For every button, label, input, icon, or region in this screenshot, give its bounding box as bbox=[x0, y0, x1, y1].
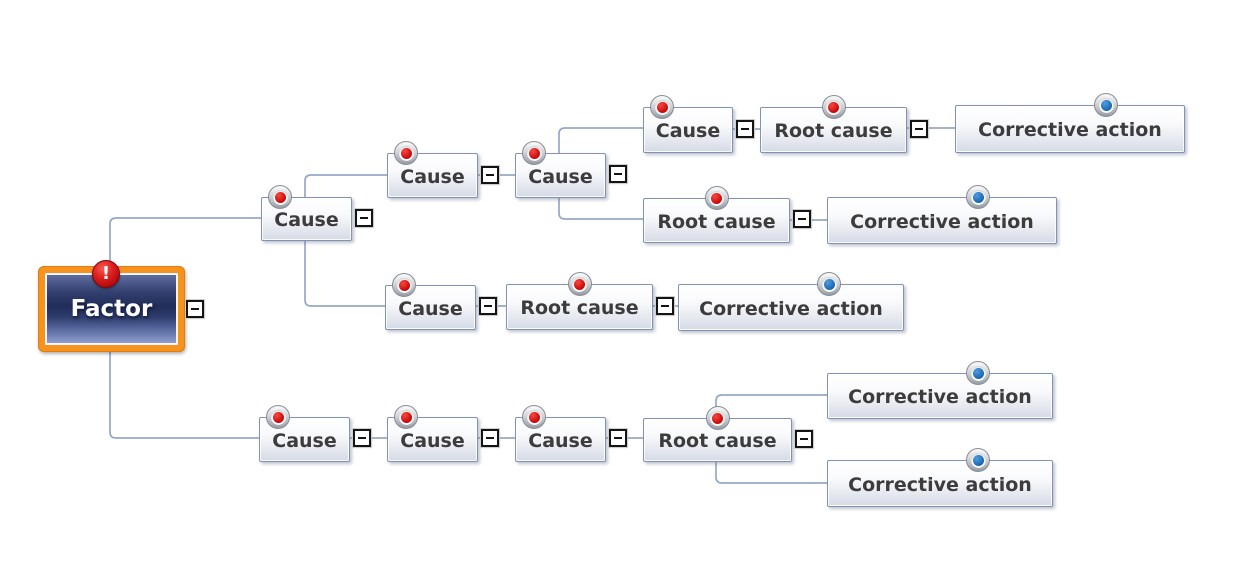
red-marker-icon bbox=[704, 186, 729, 210]
cause-label: Cause bbox=[398, 297, 463, 320]
collapse-button[interactable] bbox=[481, 429, 499, 447]
cause-node[interactable]: Cause bbox=[515, 141, 606, 198]
minus-icon bbox=[360, 217, 368, 219]
blue-marker-icon bbox=[966, 361, 990, 385]
minus-icon bbox=[486, 174, 494, 176]
corrective-action-label: Corrective action bbox=[850, 210, 1034, 233]
corrective-action-node[interactable]: Corrective action bbox=[827, 448, 1053, 507]
red-marker-icon bbox=[821, 95, 846, 119]
minus-icon bbox=[486, 437, 494, 439]
root-cause-label: Root cause bbox=[657, 210, 776, 233]
minus-icon bbox=[915, 128, 923, 130]
corrective-action-label: Corrective action bbox=[978, 119, 1162, 141]
corrective-action-node[interactable]: Corrective action bbox=[827, 185, 1057, 244]
cause-node[interactable]: Cause bbox=[387, 141, 478, 198]
cause-label: Cause bbox=[272, 429, 337, 452]
root-cause-label: Root cause bbox=[520, 297, 639, 319]
red-marker-icon bbox=[567, 272, 592, 296]
red-marker-icon bbox=[394, 141, 418, 165]
red-marker-icon bbox=[394, 405, 418, 429]
corrective-action-label: Corrective action bbox=[848, 473, 1032, 496]
cause-node[interactable]: Cause bbox=[259, 405, 350, 462]
collapse-button[interactable] bbox=[793, 210, 811, 228]
root-cause-label: Root cause bbox=[774, 120, 893, 142]
corrective-action-node[interactable]: Corrective action bbox=[678, 272, 904, 331]
blue-marker-icon bbox=[1094, 93, 1118, 117]
factor-node[interactable]: Factor ! bbox=[38, 260, 185, 352]
collapse-button[interactable] bbox=[186, 300, 204, 318]
corrective-action-node[interactable]: Corrective action bbox=[827, 361, 1053, 419]
red-marker-icon bbox=[522, 141, 546, 165]
root-cause-node[interactable]: Root cause bbox=[760, 95, 907, 153]
cause-label: Cause bbox=[400, 165, 465, 188]
cause-label: Cause bbox=[274, 209, 339, 231]
minus-icon bbox=[798, 218, 806, 220]
minus-icon bbox=[800, 438, 808, 440]
collapse-button[interactable] bbox=[609, 165, 627, 183]
red-marker-icon bbox=[392, 273, 416, 297]
minus-icon bbox=[358, 437, 366, 439]
minus-icon bbox=[484, 305, 492, 307]
corrective-action-label: Corrective action bbox=[699, 297, 883, 320]
corrective-action-node[interactable]: Corrective action bbox=[955, 93, 1185, 153]
cause-label: Cause bbox=[528, 429, 593, 452]
root-cause-node[interactable]: Root cause bbox=[506, 272, 653, 330]
alert-icon: ! bbox=[92, 260, 120, 288]
minus-icon bbox=[614, 437, 622, 439]
red-marker-icon bbox=[705, 406, 730, 430]
collapse-button[interactable] bbox=[481, 166, 499, 184]
collapse-button[interactable] bbox=[353, 429, 371, 447]
red-marker-icon bbox=[650, 95, 674, 119]
minus-icon bbox=[191, 308, 199, 310]
cause-label: Cause bbox=[528, 165, 593, 188]
blue-marker-icon bbox=[966, 448, 990, 472]
minus-icon bbox=[614, 173, 622, 175]
cause-node[interactable]: Cause bbox=[387, 405, 478, 462]
cause-node[interactable]: Cause bbox=[385, 273, 476, 330]
cause-label: Cause bbox=[400, 429, 465, 452]
root-cause-label: Root cause bbox=[658, 430, 777, 452]
corrective-action-label: Corrective action bbox=[848, 386, 1032, 408]
collapse-button[interactable] bbox=[795, 430, 813, 448]
collapse-button[interactable] bbox=[609, 429, 627, 447]
root-cause-node[interactable]: Root cause bbox=[643, 186, 790, 243]
collapse-button[interactable] bbox=[656, 297, 674, 315]
blue-marker-icon bbox=[817, 272, 841, 296]
factor-label: Factor bbox=[70, 296, 153, 322]
cause-node[interactable]: Cause bbox=[515, 405, 606, 462]
minus-icon bbox=[741, 128, 749, 130]
red-marker-icon bbox=[266, 405, 290, 429]
red-marker-icon bbox=[268, 185, 292, 209]
cause-node[interactable]: Cause bbox=[261, 185, 352, 241]
collapse-button[interactable] bbox=[736, 120, 754, 138]
blue-marker-icon bbox=[966, 185, 990, 209]
cause-node[interactable]: Cause bbox=[643, 95, 733, 153]
collapse-button[interactable] bbox=[910, 120, 928, 138]
root-cause-node[interactable]: Root cause bbox=[643, 406, 792, 462]
minus-icon bbox=[661, 305, 669, 307]
red-marker-icon bbox=[522, 405, 546, 429]
collapse-button[interactable] bbox=[479, 297, 497, 315]
cause-label: Cause bbox=[655, 120, 721, 142]
collapse-button[interactable] bbox=[355, 209, 373, 227]
